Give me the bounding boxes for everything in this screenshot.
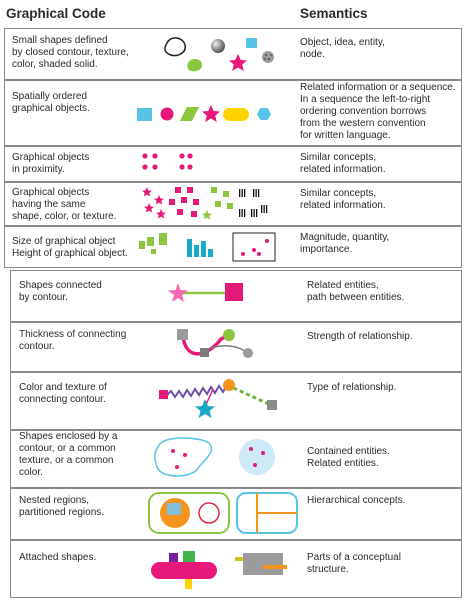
row-size-height: Size of graphical object Height of graph… [4, 226, 462, 268]
gray-block-shape [243, 553, 283, 575]
code-cell: Shapes enclosed by a contour, or a commo… [19, 431, 118, 478]
row-shapes-connected: Shapes connected by contour. Related ent… [10, 270, 462, 322]
yellow-rounded-shape [223, 108, 249, 121]
proximity-glyph [142, 153, 193, 170]
magenta-star-shape [229, 54, 247, 71]
blue-filled-region [239, 439, 275, 475]
semantics-cell: Related information or a sequence. In a … [300, 82, 456, 141]
code-cell: Size of graphical object Height of graph… [12, 236, 128, 259]
textured-circle-shape [262, 51, 274, 63]
blue-star-shape [195, 399, 215, 418]
row-thickness: Thickness of connecting contour. Strengt… [10, 322, 462, 372]
code-cell: Shapes connected by contour. [19, 280, 102, 303]
semantics-header: Semantics [300, 6, 368, 21]
code-cell: Color and texture of connecting contour. [19, 382, 107, 405]
ordered-objects-glyph [137, 105, 271, 122]
gray-square-shape [177, 329, 188, 340]
pink-star-shape [168, 283, 188, 302]
gray-square-shape [267, 400, 277, 410]
magenta-square-shape [225, 283, 243, 301]
attached-shapes-glyph [151, 551, 287, 589]
small-shapes-glyph [164, 37, 274, 72]
semantics-cell: Similar concepts, related information. [300, 188, 386, 211]
row-proximity: Graphical objects in proximity. Similar … [4, 146, 462, 182]
green-parallelogram-shape [180, 107, 199, 121]
semantics-cell: Magnitude, quantity, importance. [300, 232, 390, 255]
purple-block-shape [169, 553, 178, 562]
row-same-shape-color: Graphical objects having the same shape,… [4, 182, 462, 226]
semantics-cell: Related entities, path between entities. [307, 280, 405, 303]
semantics-cell: Strength of relationship. [307, 331, 413, 342]
code-cell: Small shapes defined by closed contour, … [12, 35, 129, 70]
yellow-stem-shape [185, 579, 192, 589]
nested-regions-glyph [148, 492, 298, 534]
green-outer-region [148, 492, 230, 534]
gray-circle-shape [243, 348, 253, 358]
green-circle-shape [223, 329, 235, 341]
code-cell: Attached shapes. [19, 552, 97, 563]
semantics-cell: Type of relationship. [307, 382, 397, 393]
blue-square-shape [137, 108, 152, 121]
orange-circle-shape [223, 379, 235, 391]
row-color-texture: Color and texture of connecting contour.… [10, 372, 462, 430]
row-small-shapes: Small shapes defined by closed contour, … [4, 28, 462, 80]
code-cell: Graphical objects in proximity. [12, 152, 90, 175]
row-nested-regions: Nested regions, partitioned regions. Hie… [10, 488, 462, 540]
color-texture-glyph [159, 379, 277, 418]
orange-bar-shape [263, 565, 287, 569]
row-attached-shapes: Attached shapes. Parts of a conceptual s… [10, 540, 462, 598]
blue-hexagon-shape [257, 108, 271, 120]
code-cell: Thickness of connecting contour. [19, 329, 127, 352]
graphical-code-header: Graphical Code [6, 6, 106, 21]
same-attribute-glyph [142, 187, 268, 220]
shaded-sphere-shape [211, 39, 225, 53]
magenta-square-shape [159, 390, 168, 399]
red-inner-ring [198, 502, 220, 524]
gray-square-shape [200, 348, 209, 357]
connected-shapes-glyph [168, 283, 243, 302]
outline-blob-shape [164, 37, 186, 57]
magenta-pill-shape [151, 562, 217, 579]
code-cell: Spatially ordered graphical objects. [12, 91, 90, 114]
blue-square-shape [246, 38, 257, 48]
code-cell: Graphical objects having the same shape,… [12, 187, 117, 222]
semantics-cell: Parts of a conceptual structure. [307, 552, 401, 575]
thickness-glyph [177, 329, 253, 358]
code-cell: Nested regions, partitioned regions. [19, 495, 105, 518]
row-enclosed: Shapes enclosed by a contour, or a commo… [10, 430, 462, 488]
semantics-cell: Contained entities. Related entities. [307, 446, 390, 469]
row-spatially-ordered: Spatially ordered graphical objects. Rel… [4, 80, 462, 146]
green-block-shape [183, 551, 195, 562]
semantics-cell: Hierarchical concepts. [307, 495, 406, 506]
size-height-glyph [139, 232, 276, 262]
enclosed-shapes-glyph [154, 437, 275, 477]
magenta-star-shape [202, 105, 220, 122]
magenta-circle-shape [160, 107, 174, 121]
semantics-cell: Object, idea, entity, node. [300, 37, 385, 60]
semantics-cell: Similar concepts, related information. [300, 152, 386, 175]
green-blob-shape [187, 58, 203, 72]
blue-enclosing-contour [154, 437, 213, 477]
